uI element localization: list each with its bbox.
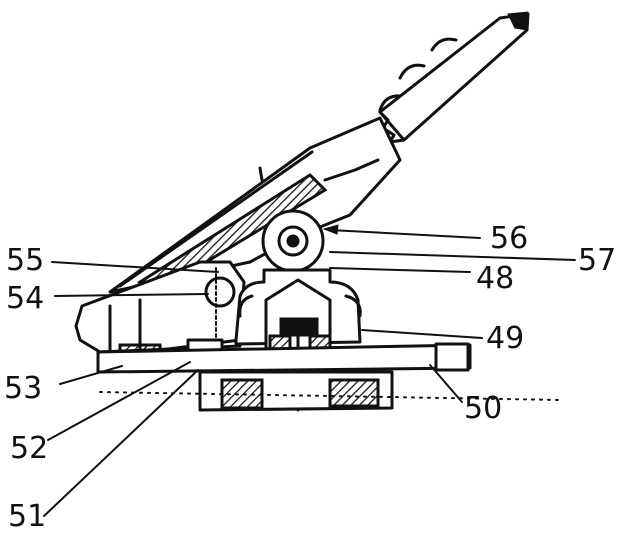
leader-53: [59, 365, 123, 385]
callout-54: 54: [6, 281, 44, 316]
leader-54: [54, 293, 209, 297]
callout-labels: 56 57 48 49 50 55 54 53 52 51: [4, 221, 616, 534]
roller-assembly: [261, 209, 325, 273]
leader-55: [51, 261, 219, 273]
base-plate: [96, 342, 561, 412]
pedal-lever-arm: [108, 11, 530, 294]
leader-48: [329, 267, 471, 273]
leader-50: [429, 364, 463, 403]
callout-48: 48: [476, 261, 514, 296]
callout-52: 52: [10, 431, 48, 466]
leader-51: [43, 369, 199, 517]
leader-49: [361, 329, 483, 339]
leader-lines: [43, 224, 576, 517]
callout-55: 55: [6, 243, 44, 278]
leader-52: [47, 361, 191, 441]
callout-56: 56: [490, 221, 528, 256]
leader-57: [329, 251, 576, 261]
callout-53: 53: [4, 371, 42, 406]
callout-57: 57: [578, 243, 616, 278]
leader-56-arrow: [322, 224, 339, 235]
leader-56: [329, 229, 481, 239]
callout-50: 50: [464, 391, 502, 426]
callout-49: 49: [486, 321, 524, 356]
callout-51: 51: [8, 499, 46, 534]
